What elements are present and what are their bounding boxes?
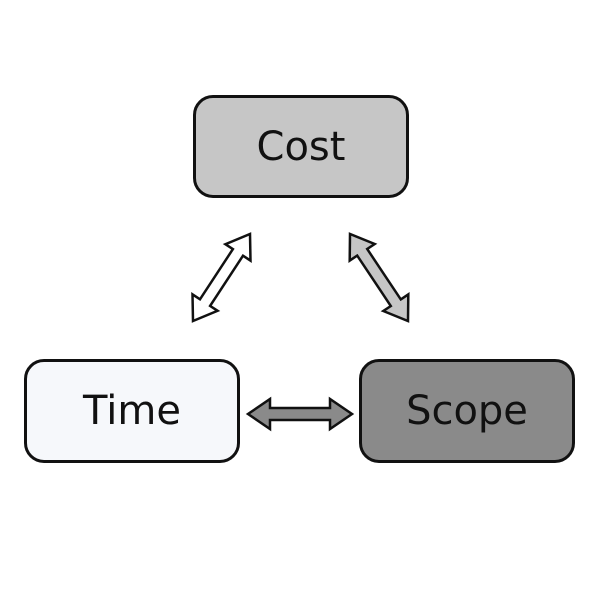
scope-label: Scope: [406, 388, 528, 434]
scope-node: Scope: [359, 359, 575, 463]
arrow-bottom-shape: [245, 396, 355, 432]
arrow-time-cost: [191, 232, 252, 323]
arrow-left-shape: [191, 232, 252, 323]
arrow-cost-scope: [348, 232, 410, 323]
cost-label: Cost: [256, 123, 346, 170]
time-label: Time: [83, 388, 181, 434]
cost-node: Cost: [193, 95, 409, 198]
time-node: Time: [24, 359, 240, 463]
arrow-right-shape: [348, 232, 410, 323]
arrow-time-scope: [245, 396, 355, 432]
